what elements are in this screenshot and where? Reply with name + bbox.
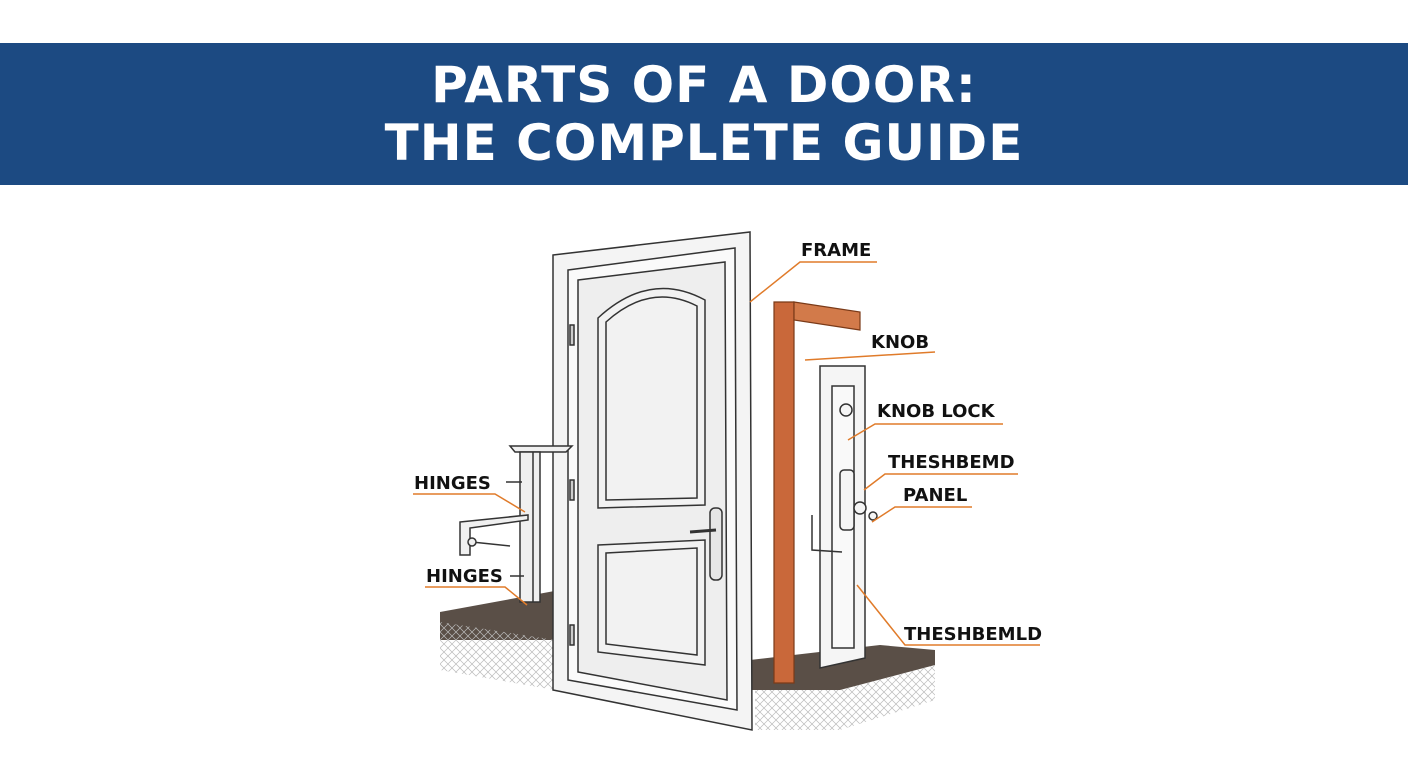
main-door	[552, 231, 753, 731]
hinge-assembly	[459, 445, 574, 603]
label-knob-lock: KNOB LOCK	[877, 401, 995, 422]
wood-frame	[773, 301, 861, 684]
title-line-1: PARTS OF A DOOR:	[431, 56, 977, 114]
label-theshbemld: THESHBEMLD	[904, 624, 1043, 645]
label-hinges-bottom: HINGES	[426, 566, 503, 587]
floor-base	[440, 590, 935, 730]
label-frame: FRAME	[801, 240, 872, 261]
side-door-panel	[811, 365, 878, 669]
label-theshbemd: THESHBEMD	[888, 452, 1015, 473]
title-banner: PARTS OF A DOOR: THE COMPLETE GUIDE	[0, 43, 1408, 185]
label-panel: PANEL	[903, 485, 968, 506]
title-line-2: THE COMPLETE GUIDE	[384, 114, 1024, 172]
leader-lines	[413, 261, 1040, 646]
label-hinges-top: HINGES	[414, 473, 491, 494]
label-knob: KNOB	[871, 332, 930, 353]
